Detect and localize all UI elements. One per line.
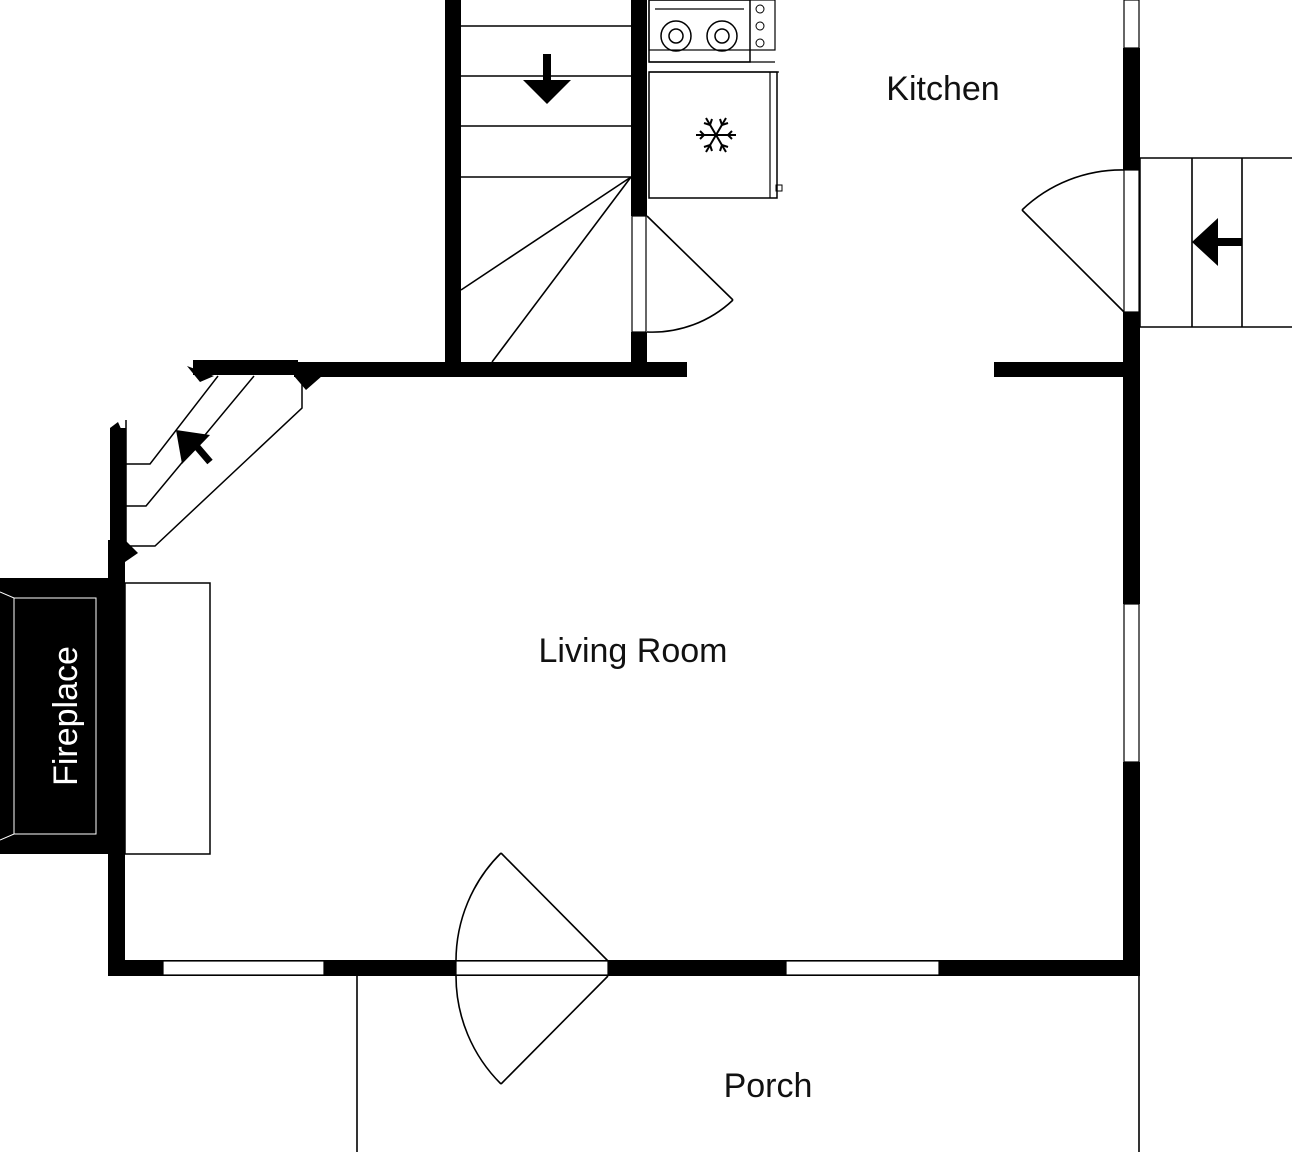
- wall-corner-wedge-3: [110, 422, 126, 440]
- front-door[interactable]: [455, 852, 609, 1085]
- arrow-icon: [1192, 218, 1242, 266]
- fireplace-label: Fireplace: [47, 646, 85, 786]
- wall-stair-left: [445, 0, 461, 377]
- porch-outline: [356, 976, 1140, 1152]
- exterior-steps-east: [1139, 157, 1292, 328]
- walls: [108, 0, 1140, 976]
- wall-west-lower: [108, 540, 125, 976]
- wall-west-upper: [110, 428, 126, 546]
- wall-east-2: [1123, 312, 1140, 604]
- wall-east-3: [1123, 762, 1140, 976]
- living-room-label: Living Room: [539, 632, 728, 670]
- window-east-top: [1123, 0, 1140, 49]
- wall-corner-wedge-4: [125, 540, 138, 562]
- wall-kitchen-partial-right: [994, 362, 1140, 377]
- wall-east-1: [1123, 48, 1140, 170]
- stove-burners-icon: [660, 4, 765, 52]
- windows: [162, 0, 1140, 976]
- kitchen-exterior-door[interactable]: [1021, 169, 1125, 313]
- window-east-middle: [1123, 603, 1140, 763]
- main-stairs: [460, 25, 632, 363]
- closet-door[interactable]: [646, 215, 734, 333]
- wall-stair-right-upper: [631, 0, 647, 216]
- wall-corner-wedge-2: [294, 376, 322, 390]
- door-frame-south: [455, 960, 609, 976]
- snowflake-icon: [696, 117, 736, 153]
- refrigerator: [648, 71, 783, 199]
- arrow-icon: [176, 430, 213, 465]
- hearth: [124, 582, 211, 855]
- wall-stair-bottom: [294, 362, 687, 377]
- fireplace: Fireplace: [0, 578, 211, 855]
- wall-corner-wedge-1: [187, 366, 214, 382]
- kitchen-label: Kitchen: [886, 70, 999, 108]
- porch-label: Porch: [724, 1067, 813, 1105]
- angled-stairs: [125, 375, 303, 547]
- door-frame-east: [1123, 169, 1140, 313]
- window-south-left: [162, 960, 325, 976]
- window-south-right: [785, 960, 940, 976]
- door-frame-closet: [631, 215, 647, 333]
- wall-stair-right-lower: [631, 332, 647, 377]
- arrow-icon: [523, 54, 571, 104]
- stove: [648, 0, 779, 73]
- wall-angled-top: [193, 360, 298, 375]
